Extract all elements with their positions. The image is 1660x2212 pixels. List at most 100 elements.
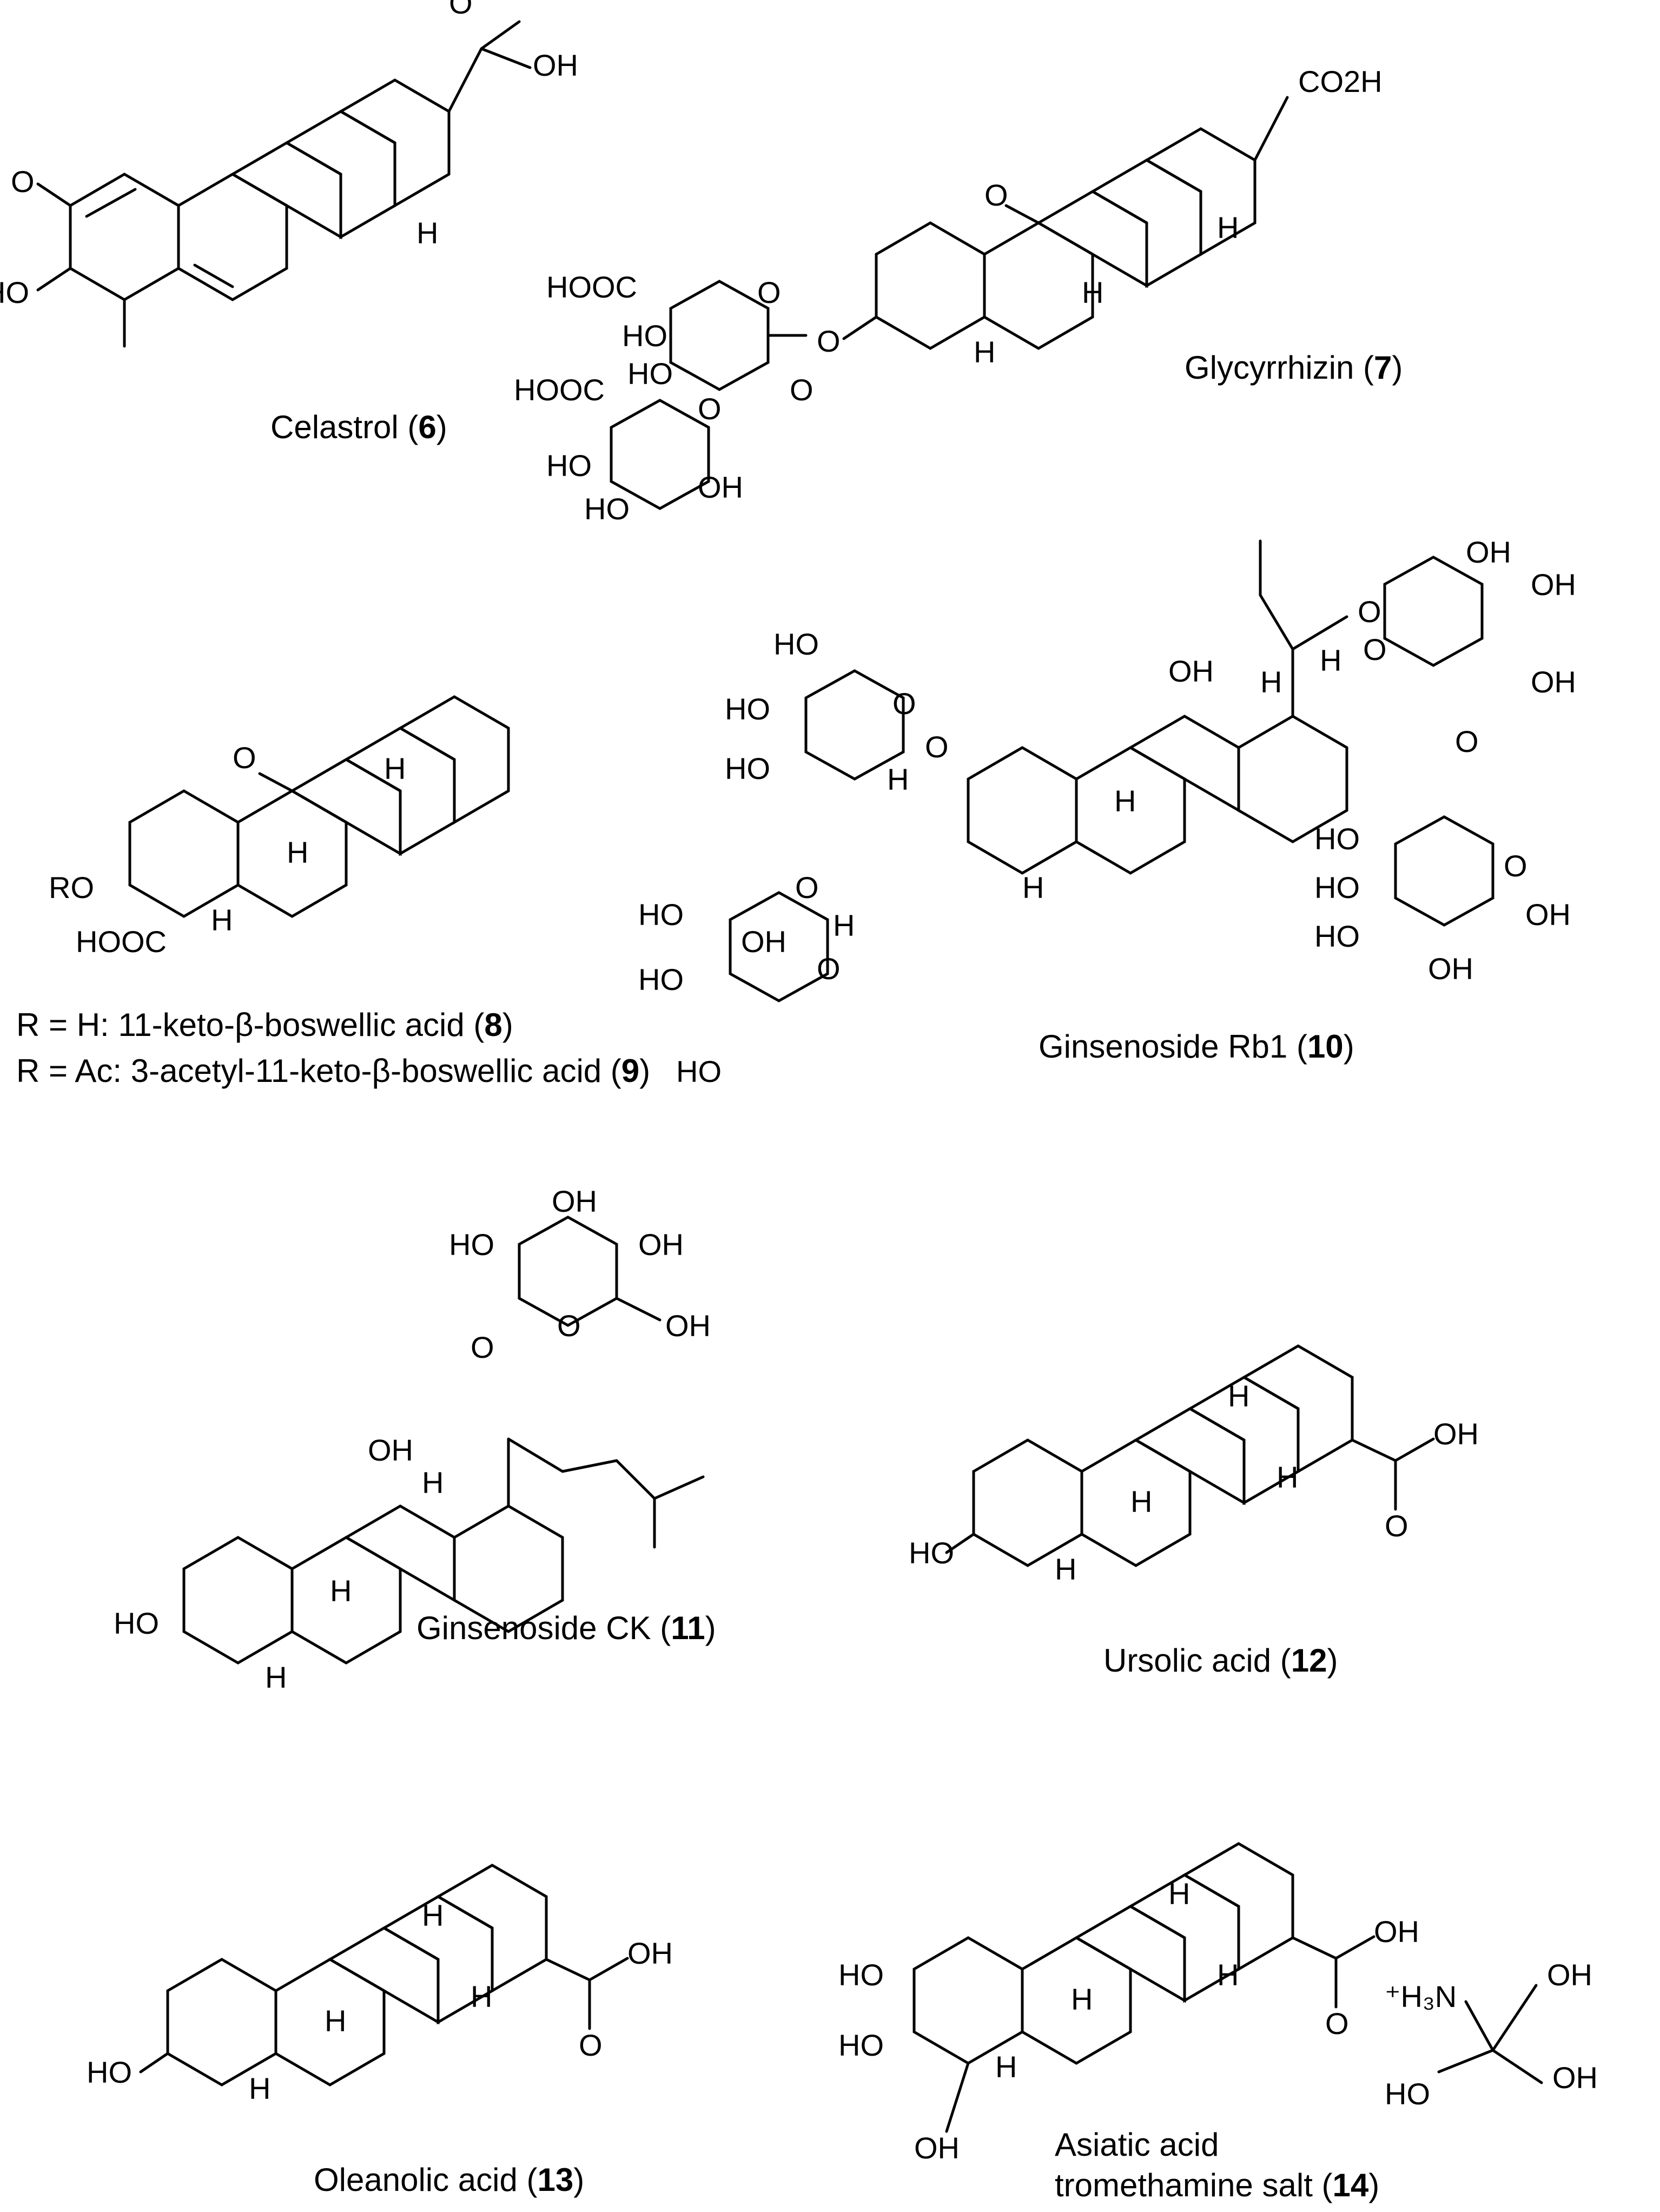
ck-ho3: HO [114, 1606, 159, 1640]
glycyrrhizin-ho4: HO [584, 492, 630, 526]
ursolic-oh: OH [1433, 1417, 1479, 1451]
ck-ho-left: HO [449, 1227, 494, 1262]
rb1-g2-ho2: HO [1314, 870, 1360, 904]
tromethamine: ⁺H₃N OH HO OH [1385, 1958, 1598, 2111]
glycyrrhizin-co2h: CO2H [1298, 64, 1383, 98]
boswellic-h1: H [384, 751, 406, 785]
ursolic-h2: H [1277, 1460, 1298, 1494]
ck-oh12: OH [368, 1433, 413, 1467]
label-glycyrrhizin: Glycyrrhizin (7) [1185, 349, 1403, 386]
glycyrrhizin-hooc1: HOOC [546, 270, 637, 304]
ck-oh-right: OH [638, 1227, 684, 1262]
glycyrrhizin-ho3: HO [546, 448, 592, 483]
rb1-s2-ho: HO [638, 897, 684, 932]
compound-oleanolic-acid: OH O H H H H HO [87, 1865, 673, 2105]
glycyrrhizin-ring-o2: O [698, 392, 722, 426]
rb1-g2-oh3: OH [1428, 952, 1473, 986]
ck-oh-top: OH [552, 1184, 597, 1218]
compound-celastrol: O OH O HO H [0, 0, 578, 348]
rb1-o-glyc: O [925, 730, 949, 764]
compound-ursolic-acid: OH O H H H H HO [909, 1346, 1479, 1586]
tromethamine-oh1: OH [1547, 1958, 1592, 1992]
rb1-s1-h: H [887, 762, 909, 796]
celastrol-ho: HO [0, 275, 29, 309]
compound-ginsenoside-ck: OH H H H HO [114, 1433, 705, 1694]
ck-h1: H [422, 1465, 444, 1500]
glycyrrhizin-h2: H [1082, 275, 1103, 309]
label-boswellic-9: R = Ac: 3-acetyl-11-keto-β-boswellic aci… [16, 1053, 650, 1089]
rb1-s1-ho3: HO [725, 751, 770, 785]
rb1-h3: H [1114, 784, 1136, 818]
rb1-g1-oh3: OH [1531, 665, 1576, 699]
rb1-h1: H [1260, 665, 1282, 699]
rb1-side-glucose-2: HO O HO OH HO OH [1314, 817, 1571, 986]
glycyrrhizin-h1: H [1217, 210, 1239, 245]
asiatic-h3: H [1071, 1982, 1093, 2016]
rb1-g2-ho: HO [1314, 822, 1360, 856]
glycyrrhizin-sugars: HOOC O HO HO O [546, 270, 814, 407]
glycyrrhizin-ho2: HO [627, 356, 673, 391]
rb1-g1-ring-o: O [1363, 632, 1387, 666]
label-ginsenoside-rb1: Ginsenoside Rb1 (10) [1039, 1028, 1354, 1065]
asiatic-ho3: HO [838, 2028, 884, 2062]
rb1-o-side: O [1358, 595, 1381, 629]
boswellic-hooc: HOOC [76, 925, 167, 959]
rb1-s2-o: O [795, 870, 819, 904]
rb1-s1-ring-o: O [892, 686, 916, 721]
asiatic-oh23: OH [914, 2131, 960, 2165]
rb1-glucose-4: O HO OH H O HO HO [638, 870, 855, 1088]
rb1-g1-oh1: OH [1466, 535, 1511, 569]
label-oleanolic-acid: Oleanolic acid (13) [314, 2162, 584, 2198]
tromethamine-oh2: OH [1552, 2061, 1598, 2095]
rb1-h4: H [1022, 870, 1044, 904]
glycyrrhizin-h3: H [974, 335, 995, 369]
tromethamine-ho: HO [1385, 2077, 1430, 2111]
ck-h2: H [330, 1574, 352, 1608]
ursolic-h1: H [1228, 1379, 1249, 1413]
ursolic-ho: HO [909, 1536, 954, 1570]
boswellic-ro: RO [49, 870, 94, 904]
oleanolic-h4: H [249, 2071, 270, 2105]
glycyrrhizin-ketone-o: O [984, 178, 1008, 212]
rb1-s2-ho2: HO [638, 962, 684, 996]
glycyrrhizin-ho1: HO [622, 319, 667, 353]
ursolic-h4: H [1055, 1552, 1076, 1586]
label-asiatic-line2: tromethamine salt (14) [1055, 2167, 1379, 2203]
boswellic-ketone-o: O [233, 741, 256, 775]
rb1-s1-ho2: HO [725, 692, 770, 726]
rb1-oh-top: OH [1168, 654, 1214, 688]
rb1-s2-h: H [833, 908, 855, 942]
rb1-s1-ho: HO [773, 627, 819, 661]
tromethamine-h3n: ⁺H₃N [1385, 1979, 1457, 2013]
label-celastrol: Celastrol (6) [270, 409, 447, 445]
asiatic-ho2: HO [838, 1958, 884, 1992]
asiatic-h1: H [1168, 1877, 1190, 1911]
compound-boswellic-acid: O H H H RO HOOC [49, 697, 508, 959]
rb1-h2: H [1320, 643, 1341, 677]
label-boswellic-8: R = H: 11-keto-β-boswellic acid (8) [16, 1007, 513, 1043]
label-asiatic-line1: Asiatic acid [1055, 2127, 1219, 2163]
oleanolic-oh: OH [627, 1936, 673, 1970]
rb1-g2-ho3: HO [1314, 919, 1360, 953]
rb1-side-glucose-1: OH OH O OH O [1363, 535, 1576, 758]
ck-glucose: OH HO OH O OH O [449, 1184, 711, 1364]
label-ginsenoside-ck: Ginsenoside CK (11) [416, 1610, 716, 1646]
celastrol-oh: OH [533, 48, 578, 82]
glycyrrhizin-oh1: OH [698, 470, 743, 504]
ck-o-link: O [471, 1330, 494, 1364]
asiatic-h4: H [995, 2050, 1017, 2084]
ck-ring-o: O [557, 1309, 581, 1343]
rb1-g2-ring-o: O [1504, 849, 1527, 883]
ck-h3: H [265, 1660, 287, 1694]
ursolic-h3: H [1130, 1484, 1152, 1518]
asiatic-o: O [1325, 2006, 1349, 2041]
asiatic-oh: OH [1374, 1914, 1419, 1949]
oleanolic-h3: H [325, 2004, 346, 2038]
oleanolic-o: O [579, 2028, 603, 2062]
compound-glycyrrhizin: CO2H O H H H O [817, 64, 1383, 369]
ursolic-o: O [1385, 1509, 1408, 1543]
label-ursolic-acid: Ursolic acid (12) [1103, 1642, 1338, 1679]
oleanolic-h1: H [422, 1898, 444, 1932]
rb1-g2-oh1: OH [1525, 897, 1571, 932]
